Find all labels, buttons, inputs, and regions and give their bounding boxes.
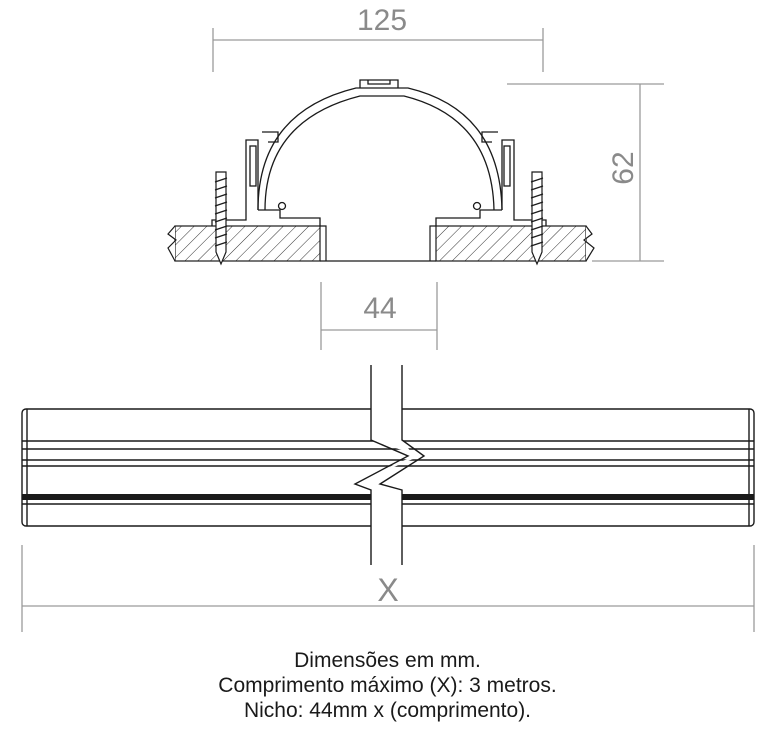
dimension-height	[507, 83, 664, 262]
dimension-length	[21, 545, 755, 632]
notes: Dimensões em mm. Comprimento máximo (X):…	[0, 648, 775, 723]
dimension-length-label: X	[377, 572, 398, 608]
screw-right-icon	[530, 171, 544, 266]
aluminium-profile	[211, 79, 547, 226]
dimension-niche-label: 44	[363, 292, 396, 325]
dimension-height-label: 62	[607, 151, 640, 184]
dimension-width	[212, 28, 544, 72]
ceiling-slab-left	[167, 225, 321, 262]
dimension-width-label: 125	[357, 4, 407, 37]
note-niche-size: Nicho: 44mm x (comprimento).	[243, 699, 532, 722]
dimension-niche	[320, 282, 438, 350]
cross-section-view: 125 62 44	[167, 4, 664, 350]
note-dimensions-unit: Dimensões em mm.	[294, 649, 481, 672]
ceiling-slab-right	[435, 225, 595, 262]
note-max-length: Comprimento máximo (X): 3 metros.	[218, 674, 557, 697]
break-symbol	[350, 365, 426, 565]
screw-left-icon	[214, 171, 228, 266]
